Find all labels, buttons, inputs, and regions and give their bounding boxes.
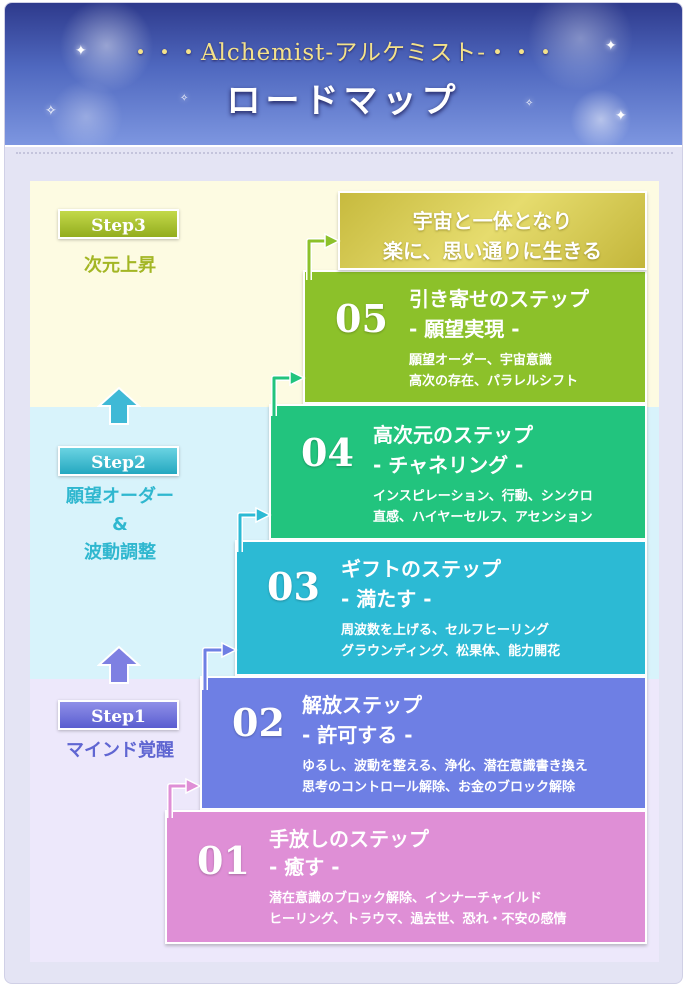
step-title: 引き寄せのステップ bbox=[409, 287, 589, 311]
step1-badge: Step1 bbox=[58, 700, 179, 730]
sparkle-icon: ✦ bbox=[75, 43, 87, 59]
step-number: 05 bbox=[335, 296, 388, 341]
step-title: ギフトのステップ bbox=[341, 557, 501, 581]
page-title: ロードマップ bbox=[226, 81, 461, 121]
up-arrow-icon bbox=[97, 386, 141, 425]
step3-label-line: 次元上昇 bbox=[84, 255, 156, 276]
step-title: 解放ステップ bbox=[302, 693, 422, 717]
step2-badge: Step2 bbox=[58, 446, 179, 476]
step-desc-line: 高次の存在、パラレルシフト bbox=[409, 374, 579, 389]
step-box-04: 04 高次元のステップ - チャネリング - インスピレーション、行動、シンクロ… bbox=[269, 404, 647, 540]
step-number: 04 bbox=[301, 430, 354, 475]
step3-badge: Step3 bbox=[58, 209, 179, 239]
sparkle-icon: ✧ bbox=[45, 103, 57, 119]
step1-label: マインド覚醒 bbox=[30, 737, 210, 765]
step-number: 02 bbox=[232, 700, 285, 745]
step-subtitle: - 満たす - bbox=[341, 587, 432, 611]
sparkle-icon: ✧ bbox=[180, 93, 189, 104]
step-subtitle: - チャネリング - bbox=[373, 453, 524, 477]
step-desc-line: インスピレーション、行動、シンクロ bbox=[373, 489, 593, 504]
sparkle-icon: ✦ bbox=[615, 108, 627, 124]
step-desc-line: 思考のコントロール解除、お金のブロック解除 bbox=[302, 780, 576, 795]
step-desc-line: グラウンディング、松果体、能力開花 bbox=[341, 644, 561, 659]
step-box-05: 05 引き寄せのステップ - 願望実現 - 願望オーダー、宇宙意識 高次の存在、… bbox=[303, 270, 647, 404]
step1-label-line: マインド覚醒 bbox=[66, 740, 174, 761]
goal-line: 楽に、思い通りに生きる bbox=[383, 239, 602, 263]
step-desc-line: ゆるし、波動を整える、浄化、潜在意識書き換え bbox=[302, 759, 588, 774]
step-subtitle: - 許可する - bbox=[302, 723, 413, 747]
step-title: 高次元のステップ bbox=[373, 423, 533, 447]
step-subtitle: - 願望実現 - bbox=[409, 317, 520, 341]
sparkle-icon: ✧ bbox=[525, 98, 534, 109]
divider bbox=[16, 152, 673, 154]
step-desc-line: 潜在意識のブロック解除、インナーチャイルド bbox=[269, 891, 542, 906]
header-banner: ✦ ✦ ✧ ✦ ✧ ✧ ・・・Alchemist-アルケミスト-・・・ ロードマ… bbox=[5, 3, 682, 147]
step-box-02: 02 解放ステップ - 許可する - ゆるし、波動を整える、浄化、潜在意識書き換… bbox=[200, 676, 647, 810]
step2-label-line: & bbox=[112, 514, 128, 535]
step-box-03: 03 ギフトのステップ - 満たす - 周波数を上げる、セルフヒーリング グラウ… bbox=[235, 540, 647, 676]
step-subtitle: - 癒す - bbox=[269, 855, 340, 879]
step-desc-line: 直感、ハイヤーセルフ、アセンション bbox=[373, 510, 593, 525]
step2-label: 願望オーダー & 波動調整 bbox=[30, 483, 210, 567]
header-subtitle: ・・・Alchemist-アルケミスト-・・・ bbox=[128, 40, 559, 66]
sparkle-icon: ✦ bbox=[605, 38, 617, 54]
step-title: 手放しのステップ bbox=[269, 827, 429, 851]
goal-box: 宇宙と一体となり 楽に、思い通りに生きる bbox=[338, 191, 647, 270]
step-desc-line: 周波数を上げる、セルフヒーリング bbox=[341, 623, 550, 638]
up-arrow-icon bbox=[97, 645, 141, 684]
step2-label-line: 願望オーダー bbox=[66, 486, 174, 507]
step-box-01: 01 手放しのステップ - 癒す - 潜在意識のブロック解除、インナーチャイルド… bbox=[165, 810, 647, 944]
step3-label: 次元上昇 bbox=[30, 252, 210, 280]
step-number: 01 bbox=[197, 838, 250, 883]
step-desc-line: ヒーリング、トラウマ、過去世、恐れ・不安の感情 bbox=[269, 912, 567, 927]
step2-label-line: 波動調整 bbox=[84, 542, 156, 563]
step-number: 03 bbox=[267, 564, 320, 609]
goal-line: 宇宙と一体となり bbox=[412, 209, 573, 233]
step-desc-line: 願望オーダー、宇宙意識 bbox=[409, 353, 552, 368]
